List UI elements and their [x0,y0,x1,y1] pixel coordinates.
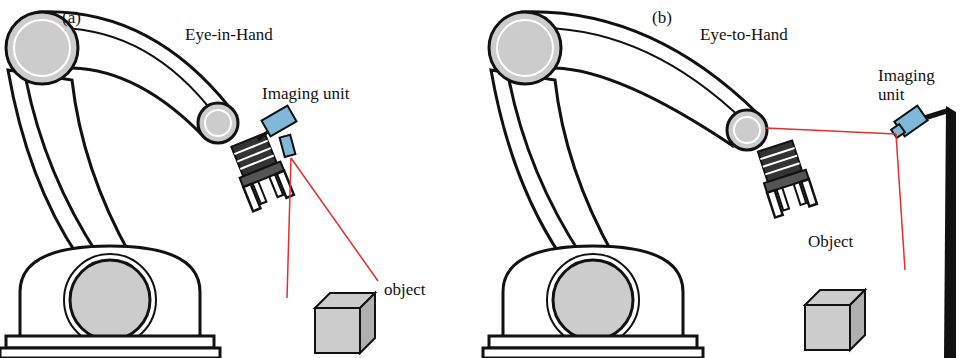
part-label: object [384,280,426,299]
robot-arm-b [483,12,817,358]
camera-stand-b [891,106,956,358]
object-cube-b [805,290,865,350]
part-label: Imaging unit [262,84,349,103]
panel-label: (b) [652,8,672,27]
view-lines-b [766,128,905,270]
part-label: Object [808,232,853,251]
camera-a [258,106,296,157]
part-label: Imaging unit [878,66,942,104]
mode-label: Eye-in-Hand [185,25,273,44]
object-cube-a [315,293,375,353]
view-lines-a [287,158,378,298]
robot-arm-a [0,12,294,358]
mode-label: Eye-to-Hand [700,25,788,44]
panel-label: (a) [62,8,81,27]
